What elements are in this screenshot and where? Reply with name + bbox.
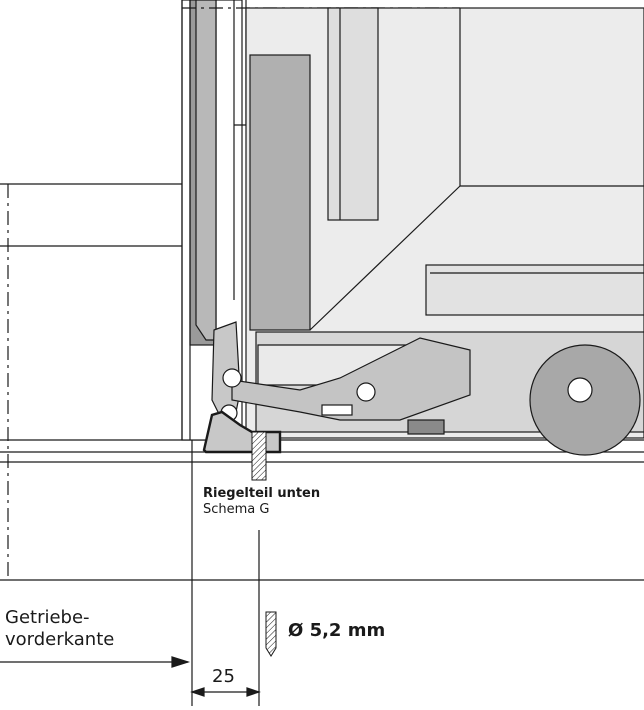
dimension-line (190, 687, 261, 697)
locking-part (202, 410, 282, 481)
drill-bit-icon (265, 611, 277, 657)
leader-lines (191, 440, 260, 706)
edge-label-line2: vorderkante (5, 629, 115, 650)
part-title: Riegelteil unten (203, 486, 321, 501)
drill-diameter-label: Ø 5,2 mm (288, 620, 386, 641)
edge-arrow (0, 656, 191, 668)
part-subtitle: Schema G (203, 502, 270, 517)
frame-profile-left (0, 183, 644, 581)
dimension-value: 25 (212, 666, 235, 687)
hinge-arm (211, 321, 644, 456)
edge-label-line1: Getriebe- (5, 607, 90, 628)
